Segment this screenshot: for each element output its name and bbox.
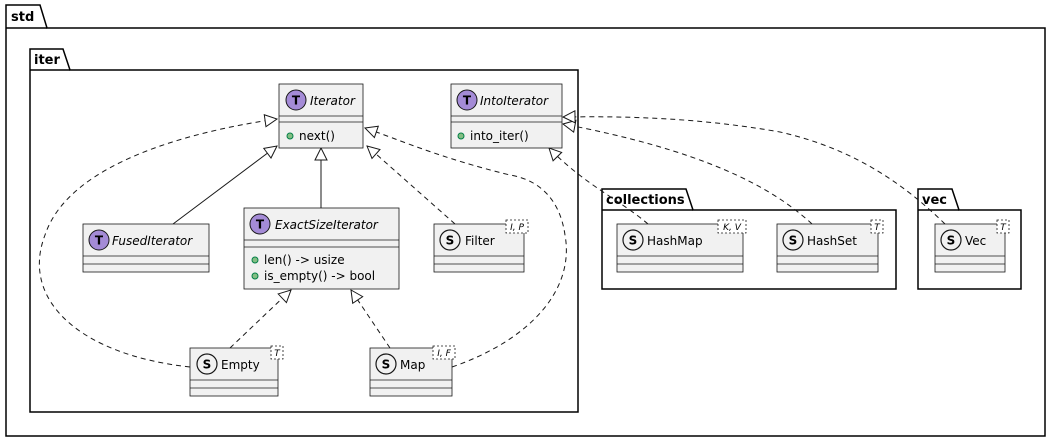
struct-stereotype-letter: S xyxy=(446,234,455,248)
edge-map-to-exact-size xyxy=(351,290,391,349)
class-map-generics: I, F xyxy=(437,349,451,359)
class-iterator: T Iterator next() xyxy=(278,83,364,149)
package-vec-title: vec xyxy=(922,193,947,208)
struct-stereotype-icon xyxy=(375,353,397,375)
class-exact-size-iterator-name: ExactSizeIterator xyxy=(275,218,379,232)
public-method-icon xyxy=(251,272,259,280)
trait-stereotype-letter: T xyxy=(95,234,104,248)
class-empty-name: Empty xyxy=(221,358,260,372)
edge-fused-iterator-to-iterator xyxy=(172,146,277,225)
package-collections-title: collections xyxy=(606,193,685,208)
struct-stereotype-letter: S xyxy=(947,234,956,248)
class-fused-iterator: T FusedIterator xyxy=(82,223,210,273)
edge-hashmap-to-into-iterator xyxy=(549,148,649,225)
class-filter-name: Filter xyxy=(465,234,495,248)
method-next: next() xyxy=(299,129,335,143)
class-into-iterator: T IntoIterator into_iter() xyxy=(450,83,563,149)
class-fused-iterator-name: FusedIterator xyxy=(112,234,193,248)
struct-stereotype-letter: S xyxy=(382,358,391,372)
public-method-icon xyxy=(286,132,294,140)
method-len: len() -> usize xyxy=(264,253,345,267)
package-iter: iter xyxy=(29,48,579,413)
class-empty: S Empty T xyxy=(189,345,284,397)
trait-stereotype-icon xyxy=(249,213,271,235)
edge-vec-to-into-iterator xyxy=(563,117,946,225)
class-hashset: S HashSet T xyxy=(776,219,884,273)
package-iter-title: iter xyxy=(34,53,60,68)
edge-empty-to-iterator xyxy=(39,119,277,368)
trait-stereotype-letter: T xyxy=(463,94,472,108)
edge-filter-to-iterator xyxy=(367,146,456,225)
struct-stereotype-icon xyxy=(622,229,644,251)
class-hashset-generics: T xyxy=(874,223,881,233)
public-method-icon xyxy=(457,132,465,140)
method-into-iter: into_iter() xyxy=(470,129,529,143)
class-hashset-name: HashSet xyxy=(807,234,857,248)
class-map: S Map I, F xyxy=(369,345,456,397)
trait-stereotype-icon xyxy=(456,89,478,111)
edge-empty-to-exact-size xyxy=(229,290,291,349)
edge-map-to-iterator xyxy=(365,128,567,368)
trait-stereotype-icon xyxy=(88,229,110,251)
class-exact-size-iterator: T ExactSizeIterator len() -> usize is_em… xyxy=(243,207,400,290)
class-map-name: Map xyxy=(400,358,425,372)
class-filter: S Filter I, P xyxy=(433,219,529,273)
edge-hashset-to-into-iterator xyxy=(563,124,813,225)
trait-stereotype-letter: T xyxy=(256,218,265,232)
public-method-icon xyxy=(251,256,259,264)
class-hashmap: S HashMap K, V xyxy=(616,219,747,273)
package-std-title: std xyxy=(11,10,34,25)
package-collections: collections xyxy=(601,188,897,290)
struct-stereotype-icon xyxy=(439,229,461,251)
struct-stereotype-icon xyxy=(940,229,962,251)
class-iterator-name: Iterator xyxy=(310,94,356,108)
class-filter-generics: I, P xyxy=(510,223,524,233)
method-is-empty: is_empty() -> bool xyxy=(264,269,375,283)
struct-stereotype-icon xyxy=(782,229,804,251)
struct-stereotype-letter: S xyxy=(789,234,798,248)
class-vec: S Vec T xyxy=(934,219,1010,273)
struct-stereotype-letter: S xyxy=(203,358,212,372)
class-hashmap-name: HashMap xyxy=(647,234,703,248)
package-vec: vec xyxy=(917,188,1022,290)
class-hashmap-generics: K, V xyxy=(723,223,742,233)
class-into-iterator-name: IntoIterator xyxy=(480,94,549,108)
struct-stereotype-icon xyxy=(196,353,218,375)
trait-stereotype-letter: T xyxy=(292,94,301,108)
trait-stereotype-icon xyxy=(285,89,307,111)
package-std: std xyxy=(5,4,1046,437)
relations xyxy=(39,117,946,368)
struct-stereotype-letter: S xyxy=(629,234,638,248)
class-empty-generics: T xyxy=(274,349,281,359)
class-vec-name: Vec xyxy=(965,234,986,248)
class-vec-generics: T xyxy=(1000,223,1007,233)
